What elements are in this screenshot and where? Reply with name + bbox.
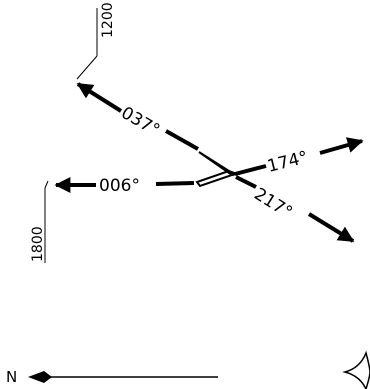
route-006-leg: 006° (54, 176, 195, 196)
route-174-leg: 174° (234, 137, 364, 177)
central-fix-symbol (195, 151, 241, 188)
route-006-label: 006° (99, 176, 140, 196)
route-217-leg: 217° (235, 175, 355, 243)
time-1200-callout: 1200 (76, 2, 116, 80)
route-037-arrow (76, 82, 123, 113)
route-174-label: 174° (265, 148, 310, 177)
star-symbol-icon (342, 350, 370, 389)
route-037-label: 037° (118, 103, 163, 141)
route-037-leg: 037° (76, 82, 199, 151)
time-1800-label: 1800 (30, 226, 46, 262)
route-217-label: 217° (250, 184, 295, 223)
north-label: N (6, 368, 17, 386)
route-217-arrow (307, 212, 355, 243)
time-1800-callout: 1800 (30, 180, 49, 263)
time-1200-label: 1200 (100, 2, 116, 38)
north-arrow: N (6, 368, 218, 386)
route-174-arrow (319, 137, 364, 155)
